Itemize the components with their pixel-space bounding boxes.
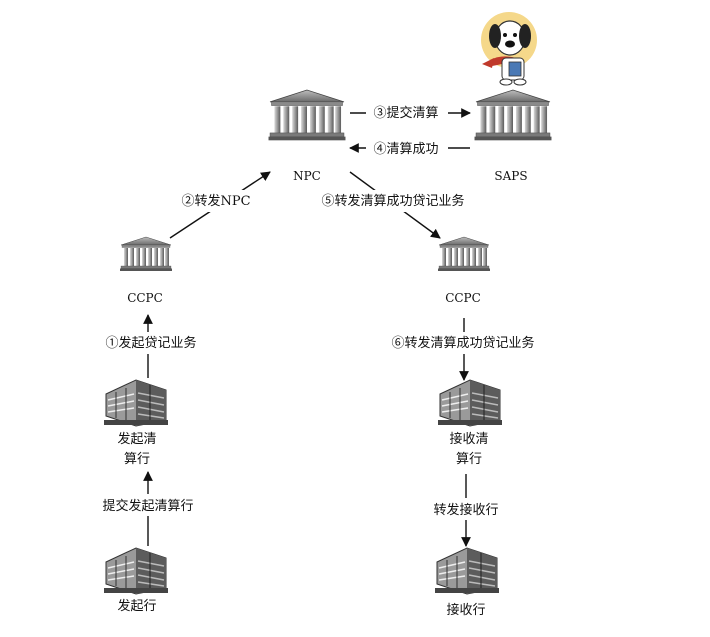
npc-bank-icon xyxy=(268,89,346,141)
recv-clearing-bank-node: 接收清 算行 xyxy=(437,379,503,467)
edge-5-label: ⑤转发清算成功贷记业务 xyxy=(321,193,464,209)
recv-clearing-bank-label-line2: 算行 xyxy=(456,452,482,467)
send-clearing-bank-label-line1: 发起清 xyxy=(117,431,156,447)
ccpc-right-label: CCPC xyxy=(445,291,481,305)
edge-forward-recv-label: 转发接收行 xyxy=(433,502,498,518)
edge-1-label: ①发起贷记业务 xyxy=(105,335,196,351)
ccpc-left-bank-icon xyxy=(119,236,173,272)
edge-submit-label: 提交发起清算行 xyxy=(102,498,193,514)
recv-bank-node: 接收行 xyxy=(434,547,500,618)
edge-6-label: ⑥转发清算成功贷记业务 xyxy=(391,335,534,351)
ccpc-left-node: CCPC xyxy=(119,236,173,305)
dog-mascot-icon xyxy=(481,12,537,86)
recv-bank-label: 接收行 xyxy=(446,602,485,618)
send-bank-icon xyxy=(103,547,169,595)
send-bank-node: 发起行 xyxy=(103,547,169,614)
saps-bank-icon xyxy=(474,89,552,141)
edge-4-label: ④清算成功 xyxy=(373,142,438,157)
recv-bank-icon xyxy=(434,547,500,595)
send-clearing-bank-label-line2: 算行 xyxy=(124,452,150,467)
ccpc-right-bank-icon xyxy=(437,236,491,272)
saps-label: SAPS xyxy=(494,169,527,183)
npc-node: NPC xyxy=(268,89,346,183)
send-clearing-bank-node: 发起清 算行 xyxy=(103,379,169,467)
edge-3-label: ③提交清算 xyxy=(373,105,438,121)
recv-clearing-bank-label-line1: 接收清 xyxy=(449,431,488,447)
send-clearing-bank-icon xyxy=(103,379,169,427)
ccpc-right-node: CCPC xyxy=(437,236,491,305)
send-bank-label: 发起行 xyxy=(117,598,156,614)
npc-label: NPC xyxy=(293,169,321,183)
saps-node: SAPS xyxy=(474,89,552,183)
edge-2-label: ②转发NPC xyxy=(181,193,250,209)
recv-clearing-bank-icon xyxy=(437,379,503,427)
ccpc-left-label: CCPC xyxy=(127,291,163,305)
